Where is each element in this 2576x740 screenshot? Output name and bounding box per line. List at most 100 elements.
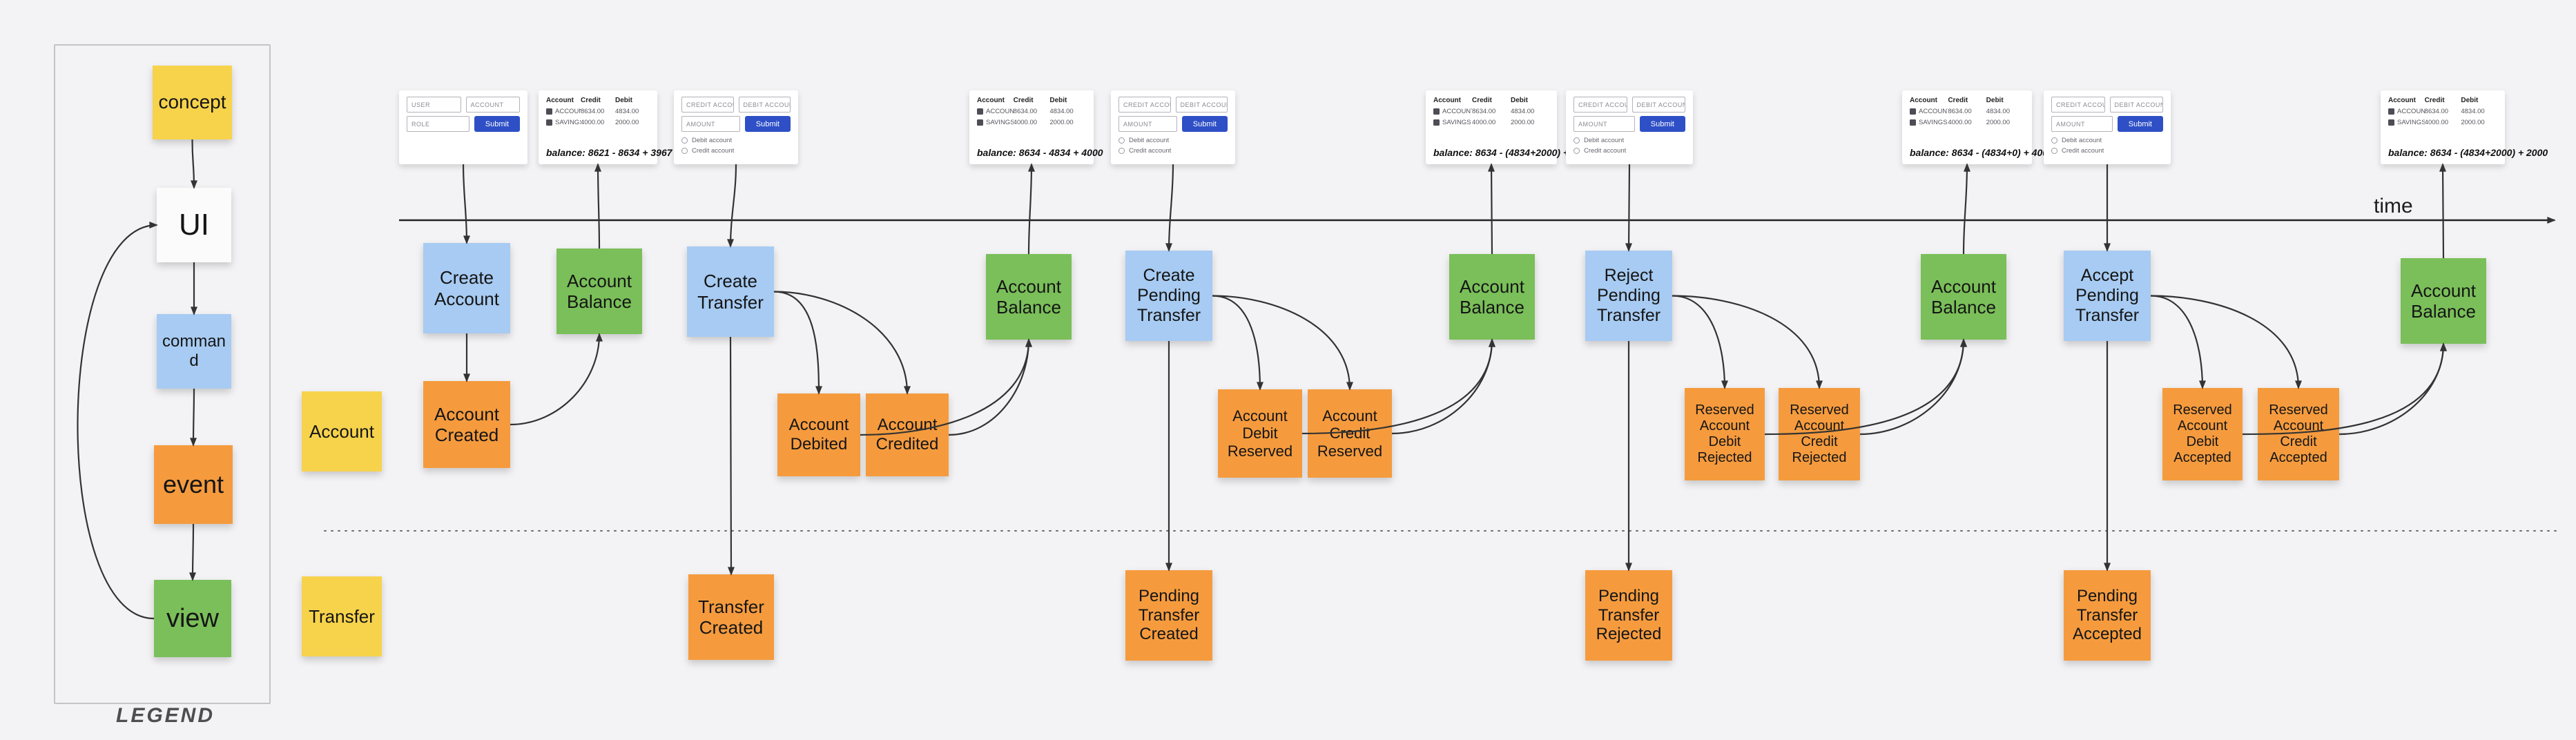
legend-concept[interactable]: concept bbox=[153, 66, 232, 139]
account-balance-1-label: Account Balance bbox=[567, 270, 632, 312]
ui-card-7[interactable]: CREDIT ACCOUNTDEBIT ACCOUNTAMOUNTSubmitD… bbox=[1566, 90, 1693, 164]
table-header: Credit bbox=[1013, 97, 1034, 104]
reject-pending-transfer-label: Reject Pending Transfer bbox=[1596, 266, 1661, 325]
account-icon bbox=[1910, 119, 1916, 126]
ui-card-5[interactable]: CREDIT ACCOUNTDEBIT ACCOUNT AMOUNTSubmitD… bbox=[1111, 90, 1235, 164]
reserved-account-credit-rejected[interactable]: Reserved Account Credit Rejected bbox=[1779, 388, 1860, 480]
account-balance-1[interactable]: Account Balance bbox=[556, 249, 642, 334]
ui-card-2[interactable]: AccountCreditDebitACCOUNT8634.004834.00S… bbox=[539, 90, 672, 164]
wireframe-input-label: AMOUNT bbox=[1578, 120, 1607, 128]
account-debit-reserved[interactable]: Account Debit Reserved bbox=[1218, 389, 1302, 478]
pending-transfer-rejected-label: Pending Transfer Rejected bbox=[1596, 586, 1662, 644]
legend-concept-label: concept bbox=[158, 91, 226, 113]
radio-icon bbox=[2051, 148, 2057, 154]
account-credit-reserved[interactable]: Account Credit Reserved bbox=[1308, 389, 1392, 478]
lane-account-label: Account bbox=[309, 420, 374, 442]
reserved-account-credit-accepted[interactable]: Reserved Account Credit Accepted bbox=[2258, 388, 2339, 480]
account-debit-reserved-label: Account Debit Reserved bbox=[1227, 407, 1293, 460]
pending-transfer-accepted-label: Pending Transfer Accepted bbox=[2072, 586, 2142, 644]
form-footer-item: Debit account bbox=[2051, 137, 2163, 144]
pending-transfer-rejected[interactable]: Pending Transfer Rejected bbox=[1585, 570, 1672, 661]
wireframe-input[interactable]: AMOUNT bbox=[1573, 116, 1635, 132]
create-account[interactable]: Create Account bbox=[423, 243, 510, 333]
table-header: Debit bbox=[1986, 97, 2004, 104]
wireframe-input[interactable]: USER bbox=[407, 97, 461, 113]
wireframe-input[interactable]: ROLE bbox=[407, 116, 469, 132]
form-row: ROLE Submit bbox=[407, 116, 520, 132]
table-cell: 4000.00 bbox=[1014, 119, 1050, 126]
wireframe-input[interactable]: AMOUNT bbox=[2051, 116, 2113, 132]
legend-ui[interactable]: UI bbox=[157, 188, 231, 262]
table-cell-text: ACCOUNT bbox=[2397, 108, 2425, 115]
wireframe-input[interactable]: DEBIT ACCOUNT bbox=[738, 97, 791, 113]
account-balance-2[interactable]: Account Balance bbox=[986, 254, 1072, 340]
reserved-account-debit-rejected[interactable]: Reserved Account Debit Rejected bbox=[1685, 388, 1765, 480]
account-balance-4[interactable]: Account Balance bbox=[1921, 254, 2006, 340]
account-balance-5[interactable]: Account Balance bbox=[2401, 258, 2486, 344]
balance-note: balance: 8634 - (4834+0) + 4000 bbox=[1910, 147, 2053, 158]
ui-card-10[interactable]: AccountCreditDebitACCOUNT8634.004834.00S… bbox=[2381, 90, 2548, 164]
account-created[interactable]: Account Created bbox=[423, 381, 510, 468]
wireframe-input[interactable]: CREDIT ACCOUNT bbox=[681, 97, 734, 113]
table-cell: 4000.00 bbox=[1948, 119, 1986, 126]
reserved-account-debit-accepted[interactable]: Reserved Account Debit Accepted bbox=[2162, 388, 2243, 480]
account-credited[interactable]: Account Credited bbox=[866, 393, 949, 476]
pending-transfer-accepted[interactable]: Pending Transfer Accepted bbox=[2064, 570, 2151, 661]
create-transfer[interactable]: Create Transfer bbox=[687, 246, 774, 337]
wireframe-input[interactable]: DEBIT ACCOUNT bbox=[1175, 97, 1228, 113]
wireframe-submit-button[interactable]: Submit bbox=[474, 116, 520, 132]
account-icon bbox=[2388, 108, 2394, 115]
account-icon bbox=[1433, 108, 1440, 115]
account-credited-label: Account Credited bbox=[875, 416, 939, 454]
form-option-label: Debit account bbox=[1129, 137, 1170, 144]
ui-card-4[interactable]: AccountCreditDebitACCOUNT8634.004834.00S… bbox=[969, 90, 1103, 164]
wireframe-input[interactable]: CREDIT ACCOUNT bbox=[1573, 97, 1627, 113]
lane-transfer[interactable]: Transfer bbox=[302, 576, 382, 656]
wireframe-submit-button[interactable]: Submit bbox=[1181, 116, 1228, 132]
wireframe-input[interactable]: ACCOUNT bbox=[465, 97, 520, 113]
table-cell: 4000.00 bbox=[1472, 119, 1511, 126]
lane-account[interactable]: Account bbox=[302, 391, 382, 471]
wireframe-submit-button[interactable]: Submit bbox=[2117, 116, 2163, 132]
reserved-account-debit-rejected-label: Reserved Account Debit Rejected bbox=[1695, 402, 1754, 466]
legend-view-label: view bbox=[166, 603, 220, 633]
wireframe-input[interactable]: CREDIT ACCOUNT bbox=[2051, 97, 2105, 113]
ui-card-3[interactable]: CREDIT ACCOUNT DEBIT ACCOUNT AMOUNTSubmitD… bbox=[674, 90, 798, 164]
wireframe-submit-button[interactable]: Submit bbox=[744, 116, 791, 132]
legend-event-label: event bbox=[162, 470, 224, 499]
radio-icon bbox=[1118, 148, 1125, 154]
legend-event[interactable]: event bbox=[154, 445, 233, 524]
account-balance-3[interactable]: Account Balance bbox=[1449, 254, 1535, 340]
pending-transfer-created[interactable]: Pending Transfer Created bbox=[1125, 570, 1212, 661]
lane-transfer-label: Transfer bbox=[309, 605, 375, 627]
wireframe-input-label: ROLE bbox=[411, 120, 430, 128]
create-pending-transfer[interactable]: Create Pending Transfer bbox=[1125, 251, 1212, 341]
legend-view[interactable]: view bbox=[154, 580, 231, 657]
wireframe-input[interactable]: AMOUNT bbox=[1118, 116, 1177, 132]
table-cell: 8634.00 bbox=[1472, 108, 1511, 115]
accept-pending-transfer[interactable]: Accept Pending Transfer bbox=[2064, 251, 2151, 341]
transfer-created[interactable]: Transfer Created bbox=[688, 574, 774, 660]
wireframe-input[interactable]: DEBIT ACCOUNT bbox=[2109, 97, 2163, 113]
table-cell: 4834.00 bbox=[615, 108, 650, 115]
wireframe-input-label: CREDIT ACCOUNT bbox=[686, 101, 733, 108]
ui-card-9[interactable]: CREDIT ACCOUNTDEBIT ACCOUNT AMOUNTSubmitD… bbox=[2044, 90, 2171, 164]
account-balance-5-label: Account Balance bbox=[2411, 280, 2476, 322]
reject-pending-transfer[interactable]: Reject Pending Transfer bbox=[1585, 251, 1672, 341]
wireframe-input[interactable]: AMOUNT bbox=[681, 116, 740, 132]
wireframe-submit-button[interactable]: Submit bbox=[1639, 116, 1685, 132]
wireframe-input[interactable]: CREDIT ACCOUNT bbox=[1118, 97, 1171, 113]
account-debited[interactable]: Account Debited bbox=[777, 393, 860, 476]
pending-transfer-created-label: Pending Transfer Created bbox=[1138, 586, 1200, 644]
legend-command[interactable]: command bbox=[157, 314, 231, 389]
legend-box bbox=[54, 44, 271, 704]
wireframe-input[interactable]: DEBIT ACCOUNT bbox=[1631, 97, 1685, 113]
